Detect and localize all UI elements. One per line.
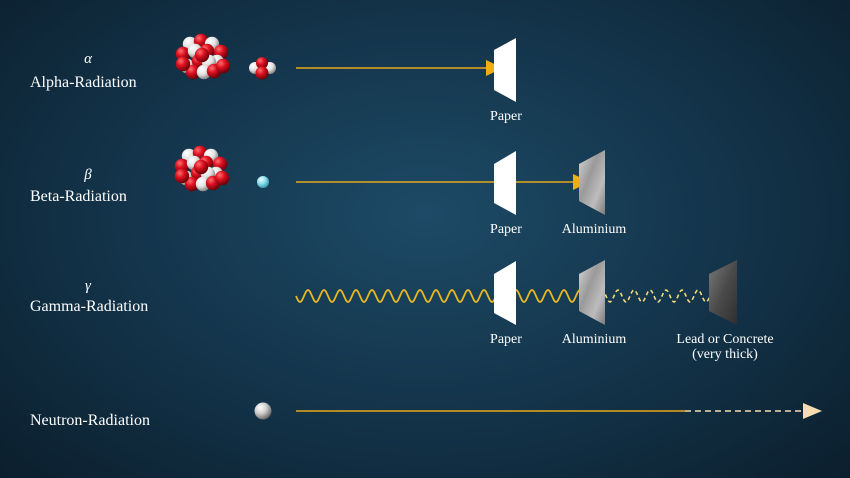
beta-symbol: β bbox=[84, 167, 92, 183]
neutron-ray-arrow bbox=[296, 403, 822, 419]
nucleus-proton bbox=[184, 176, 200, 192]
paper-sheet-alpha bbox=[494, 38, 516, 102]
alpha-source-nucleus bbox=[175, 33, 231, 80]
gamma-symbol: γ bbox=[85, 278, 91, 294]
nucleus-proton bbox=[175, 56, 191, 72]
nucleus-proton bbox=[215, 58, 231, 74]
alpha-symbol: α bbox=[84, 51, 92, 67]
alpha-particle bbox=[249, 57, 276, 80]
aluminium-sheet-beta bbox=[579, 150, 605, 215]
paper-label-gamma: Paper bbox=[490, 332, 522, 347]
alpha-radiation-label: Alpha-Radiation bbox=[30, 74, 137, 91]
aluminium-label-beta: Aluminium bbox=[561, 222, 627, 237]
aluminium-label-gamma: Aluminium bbox=[561, 332, 627, 347]
paper-label-alpha: Paper bbox=[490, 109, 522, 124]
nucleus-proton bbox=[214, 170, 230, 186]
nucleus-proton bbox=[194, 47, 210, 63]
gamma-radiation-label: Gamma-Radiation bbox=[30, 298, 149, 315]
nucleus-proton bbox=[175, 46, 191, 62]
beta-ray-arrow bbox=[296, 174, 590, 190]
beta-source-nucleus bbox=[174, 145, 230, 192]
gamma-ray-wave bbox=[295, 289, 719, 303]
beta-radiation-label: Beta-Radiation bbox=[30, 188, 127, 205]
neutron-radiation-label: Neutron-Radiation bbox=[30, 412, 150, 429]
paper-sheet-beta bbox=[494, 151, 516, 215]
nucleus-proton bbox=[174, 158, 190, 174]
nucleus-proton bbox=[174, 168, 190, 184]
neutron-particle bbox=[254, 402, 272, 420]
lead-concrete-block bbox=[709, 260, 737, 325]
nucleus-proton bbox=[193, 159, 209, 175]
lead-concrete-label: Lead or Concrete bbox=[676, 332, 774, 347]
aluminium-sheet-gamma bbox=[579, 260, 605, 325]
paper-sheet-gamma bbox=[494, 261, 516, 325]
paper-label-beta: Paper bbox=[490, 222, 522, 237]
beta-particle bbox=[257, 176, 269, 188]
nucleus-proton bbox=[185, 64, 201, 80]
lead-concrete-note: (very thick) bbox=[692, 347, 758, 362]
alpha-ray-arrow bbox=[296, 60, 503, 76]
